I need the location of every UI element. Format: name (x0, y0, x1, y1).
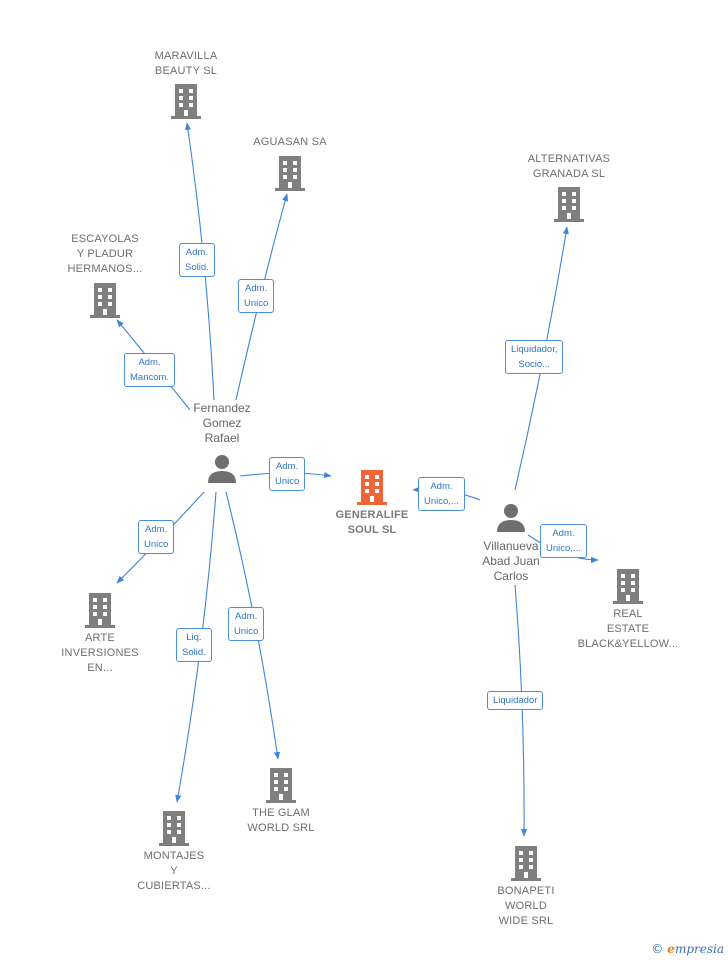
relation-label-liquidador-socio[interactable]: Liquidador,Socio... (505, 340, 564, 374)
brand-initial: e (667, 942, 675, 956)
company-arte[interactable]: ARTE INVERSIONES EN... (50, 592, 150, 676)
company-label: THE GLAM WORLD SRL (247, 807, 315, 834)
building-icon (554, 187, 584, 222)
person-fernandez[interactable]: Fernandez Gomez Rafael (172, 401, 272, 484)
edge-villanueva-bonapeti (514, 584, 528, 837)
person-villanueva[interactable]: Villanueva Abad Juan Carlos (461, 503, 561, 584)
company-label: AGUASAN SA (253, 136, 327, 148)
person-label: Fernandez Gomez Rafael (193, 401, 251, 445)
building-icon (171, 84, 201, 119)
company-aguasan[interactable]: AGUASAN SA (240, 135, 340, 191)
building-icon (357, 470, 387, 505)
building-icon (159, 811, 189, 846)
company-alternativas[interactable]: ALTERNATIVAS GRANADA SL (514, 152, 624, 222)
company-label: MONTAJES Y CUBIERTAS... (137, 850, 211, 892)
relation-label-adm-unico-arte[interactable]: Adm.Unico (138, 520, 175, 554)
relation-label-adm-solid[interactable]: Adm.Solid. (179, 243, 215, 277)
building-icon (613, 569, 643, 604)
company-generalife[interactable]: GENERALIFE SOUL SL (322, 469, 422, 538)
company-label: ARTE INVERSIONES EN... (61, 632, 139, 674)
company-label: ESCAYOLAS Y PLADUR HERMANOS... (67, 233, 143, 275)
building-icon (266, 768, 296, 803)
relation-label-adm-unico-generalife[interactable]: Adm.Unico (269, 457, 306, 491)
relation-label-adm-mancom[interactable]: Adm.Mancom. (124, 353, 176, 387)
brand-watermark: ©empresia (651, 942, 724, 956)
relation-label-adm-unico-aguasan[interactable]: Adm.Unico (238, 279, 275, 313)
relation-label-adm-unico-glam[interactable]: Adm.Unico (228, 607, 265, 641)
company-glam[interactable]: THE GLAM WORLD SRL (231, 767, 331, 836)
company-label: BONAPETI WORLD WIDE SRL (497, 885, 555, 927)
person-icon (208, 455, 236, 483)
brand-name: mpresia (674, 942, 724, 956)
company-label: MARAVILLA BEAUTY SL (154, 50, 218, 77)
building-icon (85, 593, 115, 628)
company-label: GENERALIFE SOUL SL (335, 509, 409, 536)
person-label: Villanueva Abad Juan Carlos (482, 539, 540, 583)
company-label: REAL ESTATE BLACK&YELLOW... (577, 608, 679, 650)
relation-label-liq-solid[interactable]: Liq.Solid. (176, 628, 212, 662)
person-icon (497, 504, 525, 532)
relation-label-adm-unico-v-generalife[interactable]: Adm.Unico,... (418, 477, 465, 511)
company-maravilla[interactable]: MARAVILLA BEAUTY SL (136, 49, 236, 119)
building-icon (275, 156, 305, 191)
company-label: ALTERNATIVAS GRANADA SL (527, 153, 611, 180)
building-icon (90, 283, 120, 318)
company-real-estate[interactable]: REAL ESTATE BLACK&YELLOW... (568, 568, 688, 652)
relation-label-adm-unico-v-real[interactable]: Adm.Unico,... (540, 524, 587, 558)
building-icon (511, 846, 541, 881)
company-escayolas[interactable]: ESCAYOLAS Y PLADUR HERMANOS... (55, 232, 155, 318)
copyright-symbol: © (651, 942, 664, 956)
company-montajes[interactable]: MONTAJES Y CUBIERTAS... (124, 810, 224, 894)
relation-label-liquidador[interactable]: Liquidador (487, 691, 544, 710)
company-bonapeti[interactable]: BONAPETI WORLD WIDE SRL (476, 845, 576, 929)
